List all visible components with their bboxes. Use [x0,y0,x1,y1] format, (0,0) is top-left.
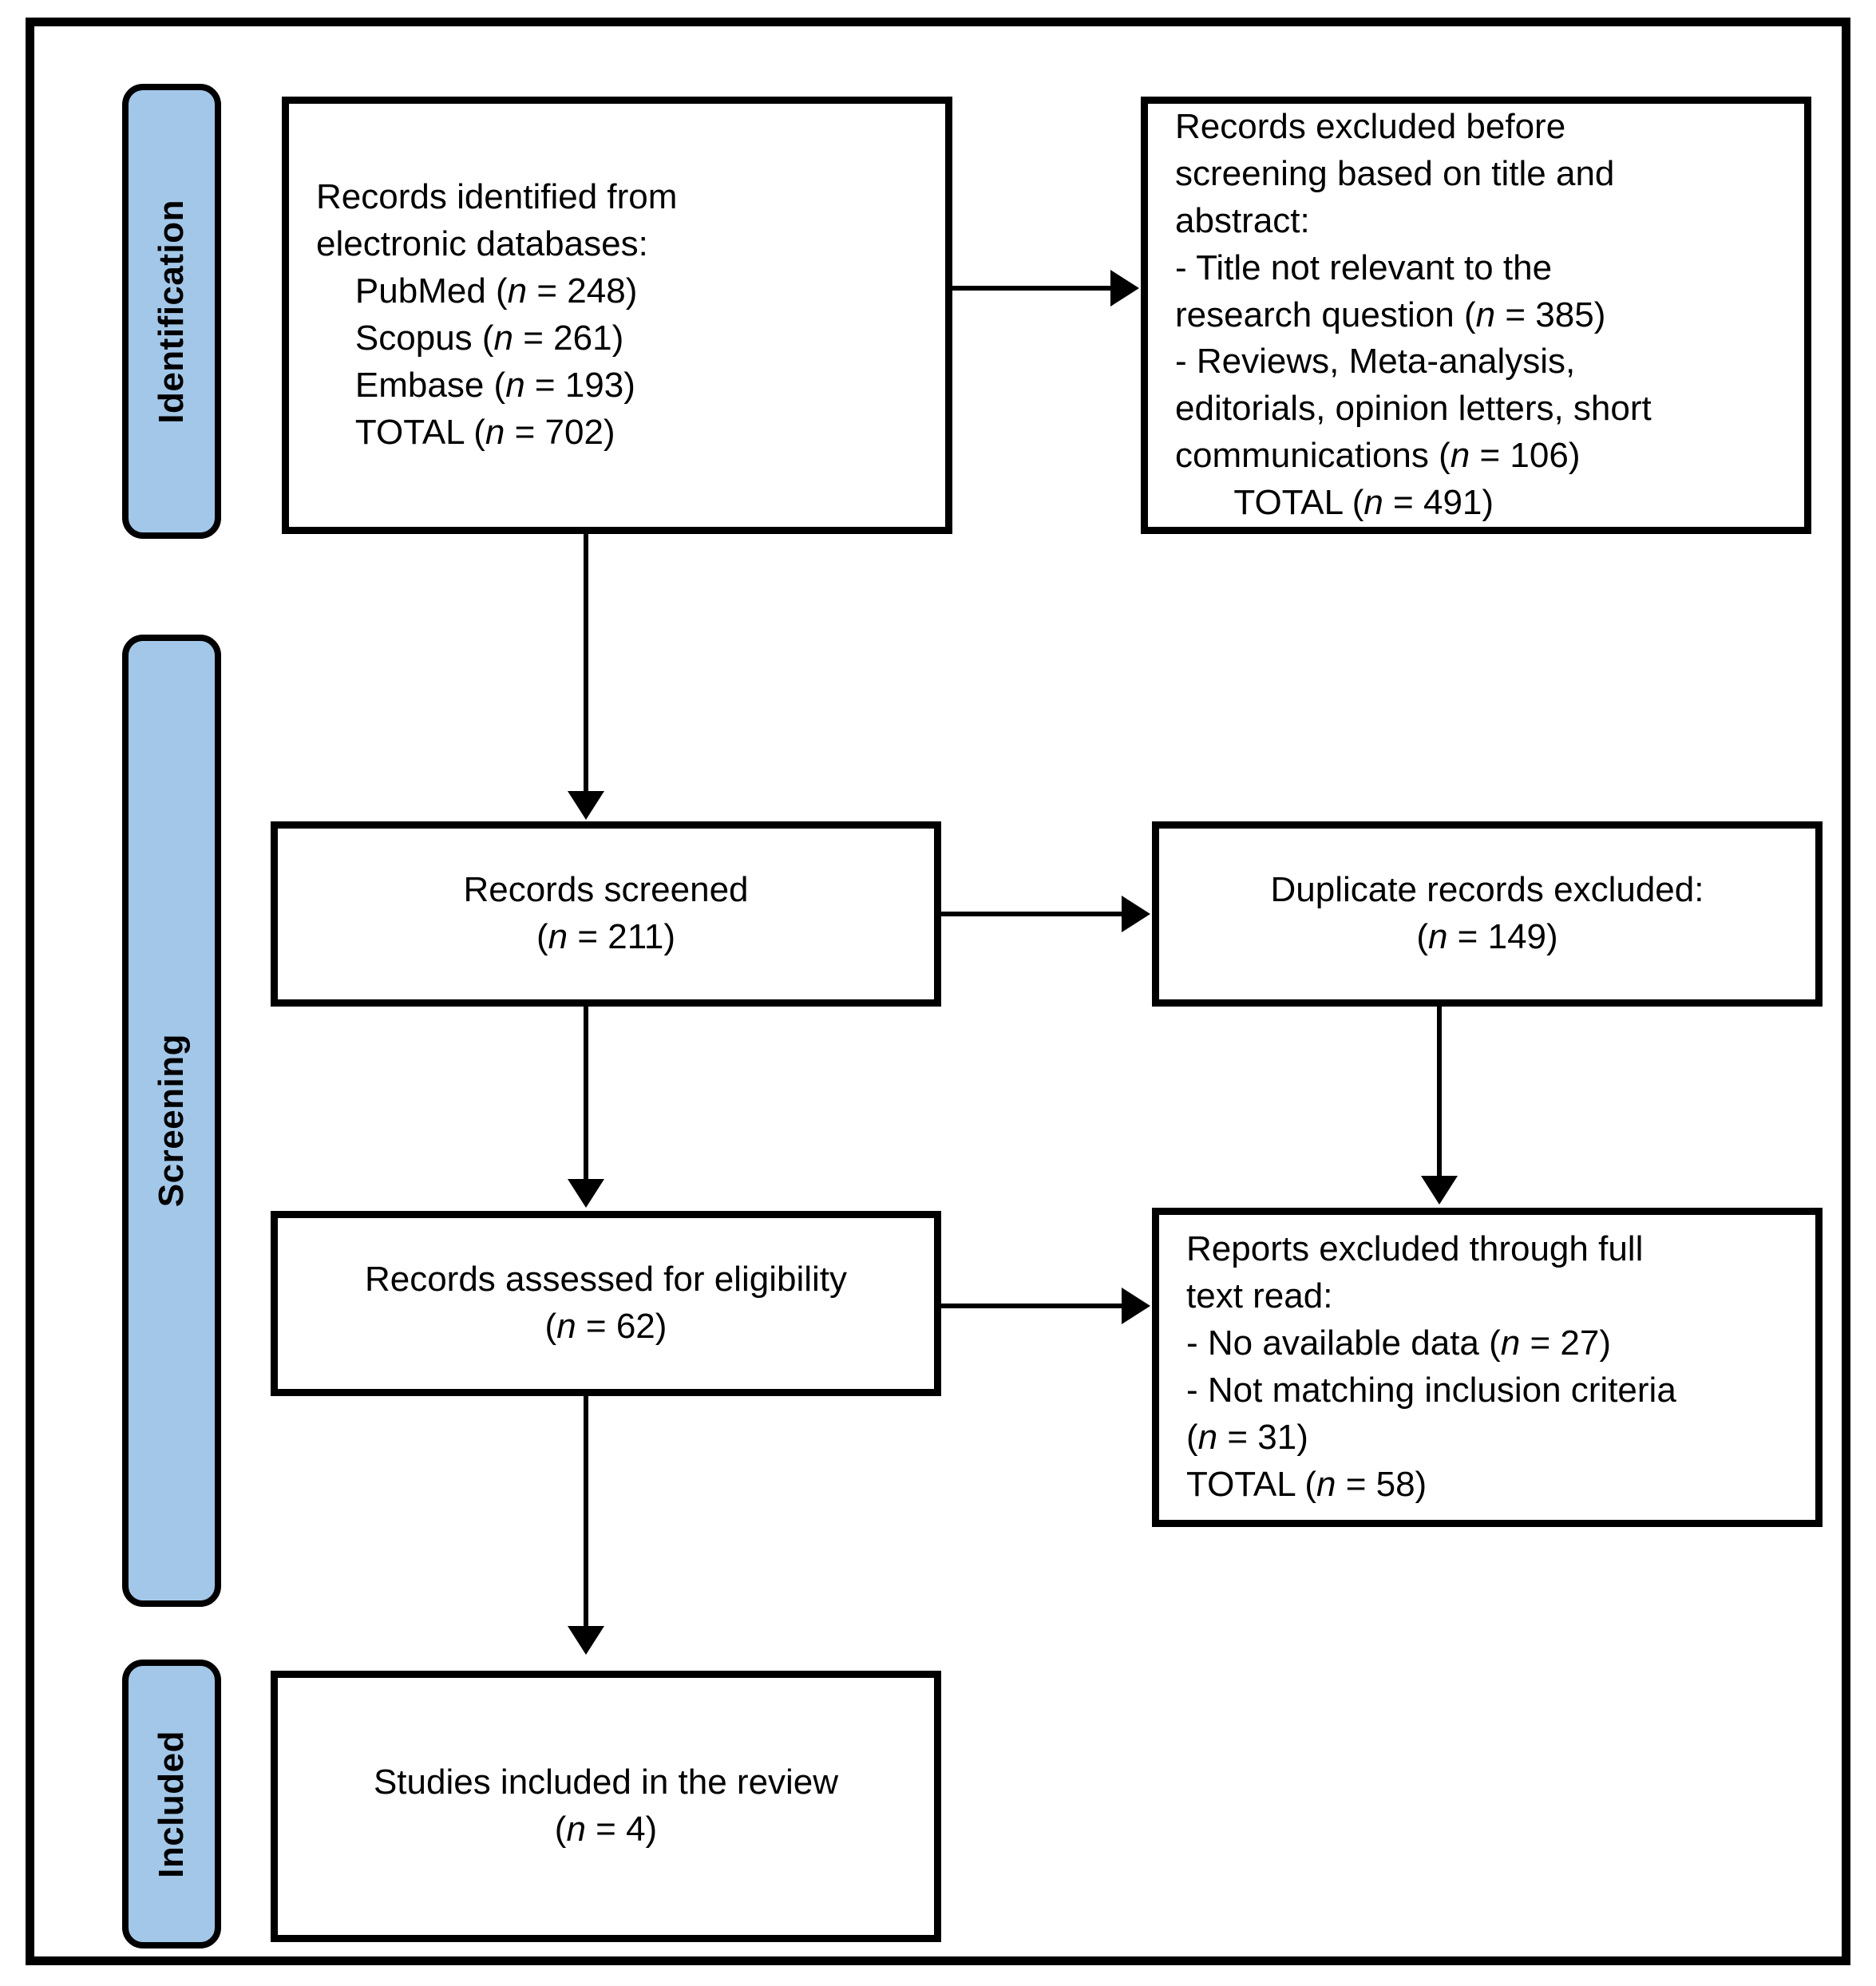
box-reports-excluded-full-text: Reports excluded through full text read:… [1152,1208,1823,1527]
arrow-right-icon [1122,896,1150,932]
box-records-assessed-for-eligibility-text: Records assessed for eligibility (n = 62… [364,1260,848,1346]
connector-identified-to-screened [584,534,588,797]
arrow-down-icon [1421,1176,1458,1205]
box-studies-included-text: Studies included in the review (n = 4) [373,1762,839,1849]
arrow-down-icon [568,1179,604,1208]
stage-bar-included: Included [122,1660,221,1948]
stage-bar-screening: Screening [122,635,221,1607]
diagram-outer-frame: Identification Screening Included Record… [26,18,1850,1965]
box-duplicate-records-excluded: Duplicate records excluded: (n = 149) [1152,821,1823,1007]
box-records-identified-text: Records identified from electronic datab… [316,177,678,452]
stage-label-identification: Identification [152,199,191,424]
box-records-excluded-before-screening: Records excluded before screening based … [1141,97,1811,534]
arrow-right-icon [1110,270,1139,307]
arrow-right-icon [1122,1288,1150,1324]
connector-eligibility-to-excluded-fulltext [941,1304,1123,1308]
box-records-assessed-for-eligibility: Records assessed for eligibility (n = 62… [271,1211,941,1396]
box-records-identified: Records identified from electronic datab… [282,97,952,534]
box-records-excluded-before-screening-text: Records excluded before screening based … [1175,106,1652,523]
stage-bar-identification: Identification [122,84,221,539]
arrow-down-icon [568,791,604,820]
box-studies-included: Studies included in the review (n = 4) [271,1671,941,1942]
connector-identified-to-excluded-screening [952,286,1112,291]
connector-eligibility-to-included [584,1396,588,1632]
box-reports-excluded-full-text-text: Reports excluded through full text read:… [1186,1229,1676,1504]
box-records-screened: Records screened (n = 211) [271,821,941,1007]
arrow-down-icon [568,1626,604,1655]
stage-label-included: Included [152,1730,191,1878]
connector-screened-to-duplicates [941,912,1123,916]
stage-label-screening: Screening [152,1034,191,1208]
box-records-screened-text: Records screened (n = 211) [463,870,749,956]
connector-duplicates-to-excluded-fulltext [1437,1007,1442,1182]
connector-screened-to-eligibility [584,1007,588,1185]
box-duplicate-records-excluded-text: Duplicate records excluded: (n = 149) [1270,870,1704,956]
